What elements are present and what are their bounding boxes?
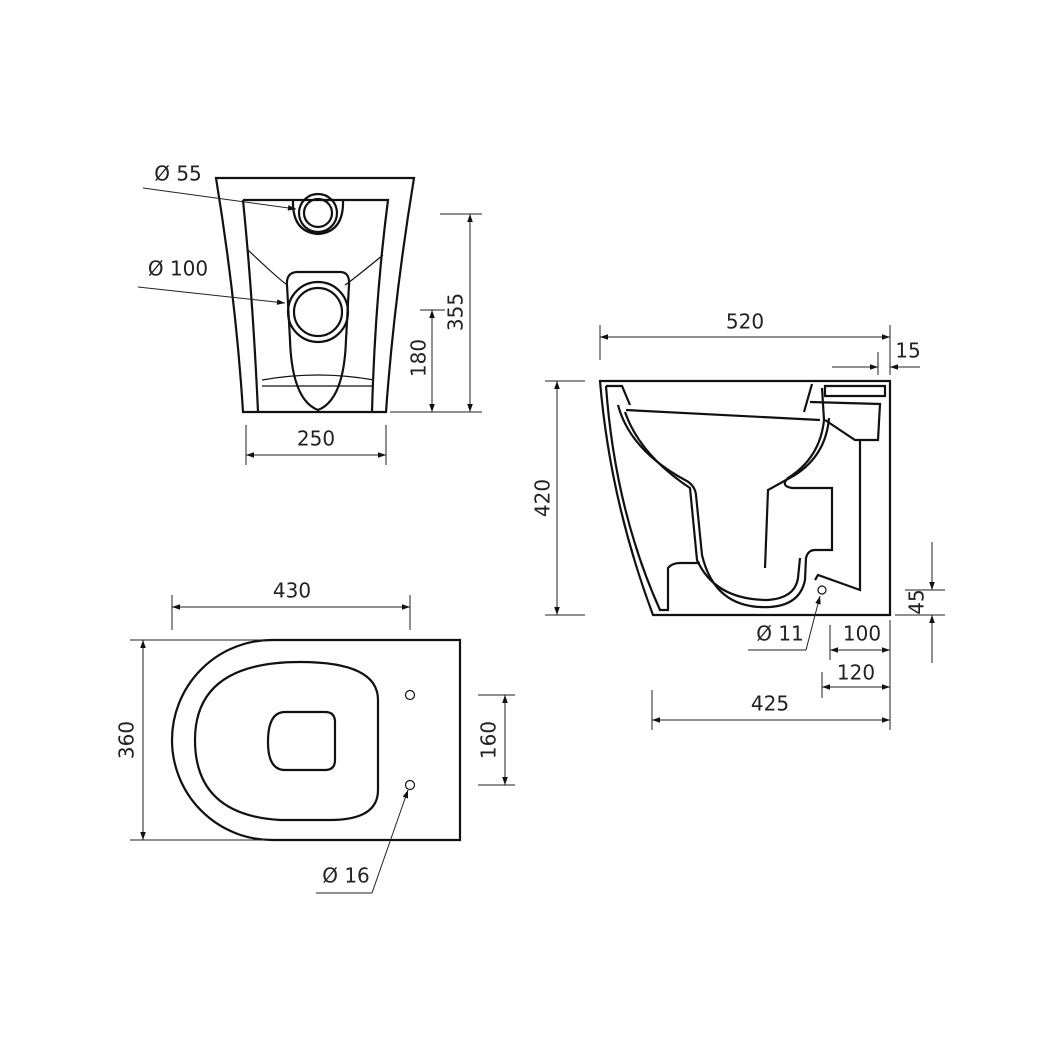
label-180: 180 [407, 339, 431, 377]
label-160: 160 [477, 721, 501, 759]
outlet-inner-circle [292, 286, 344, 338]
side-outer-outline [598, 379, 892, 617]
side-shell-inner [604, 384, 700, 612]
label-100: 100 [843, 622, 881, 646]
bowl-inner [623, 411, 831, 602]
leader-dia-100 [137, 286, 286, 305]
label-250: 250 [297, 427, 335, 451]
rear-inner-contour [247, 249, 384, 387]
top-outer-outline [170, 638, 462, 842]
label-520: 520 [726, 310, 764, 334]
rear-view: Ø 55 Ø 100 250 180 355 [137, 162, 482, 465]
rim-line [625, 383, 821, 422]
leader-dia-11 [805, 595, 821, 651]
fixing-hole-bottom [404, 779, 416, 791]
label-dia-11: Ø 11 [756, 622, 804, 646]
inlet-outer-circle [297, 192, 339, 234]
rear-inner-outline [241, 198, 390, 413]
label-dia-55: Ø 55 [154, 162, 202, 186]
label-355: 355 [444, 293, 468, 331]
side-view: 520 15 420 45 Ø 11 100 120 425 [531, 310, 945, 730]
label-45: 45 [905, 589, 929, 614]
seat-outline [193, 660, 380, 822]
label-dia-100: Ø 100 [148, 257, 208, 281]
inlet-inner-circle [302, 197, 334, 229]
fixing-hole-top [404, 689, 416, 701]
label-120: 120 [837, 661, 875, 685]
leader-dia-16 [371, 789, 409, 894]
hole-dia-11 [817, 585, 827, 595]
bowl-outer [616, 387, 834, 609]
outlet-surround [285, 270, 351, 412]
label-420: 420 [531, 479, 555, 517]
label-430: 430 [273, 579, 311, 603]
bowl-opening [266, 710, 337, 772]
label-15: 15 [895, 339, 920, 363]
label-425: 425 [751, 692, 789, 716]
inlet-housing [809, 384, 887, 592]
outlet-outer-circle [286, 280, 350, 344]
rear-outer-outline [214, 176, 416, 414]
top-view: 430 360 160 Ø 16 [115, 579, 515, 894]
label-dia-16: Ø 16 [322, 864, 370, 888]
label-360: 360 [115, 721, 139, 759]
inlet-surround [291, 199, 345, 236]
leader-dia-55 [142, 187, 297, 211]
